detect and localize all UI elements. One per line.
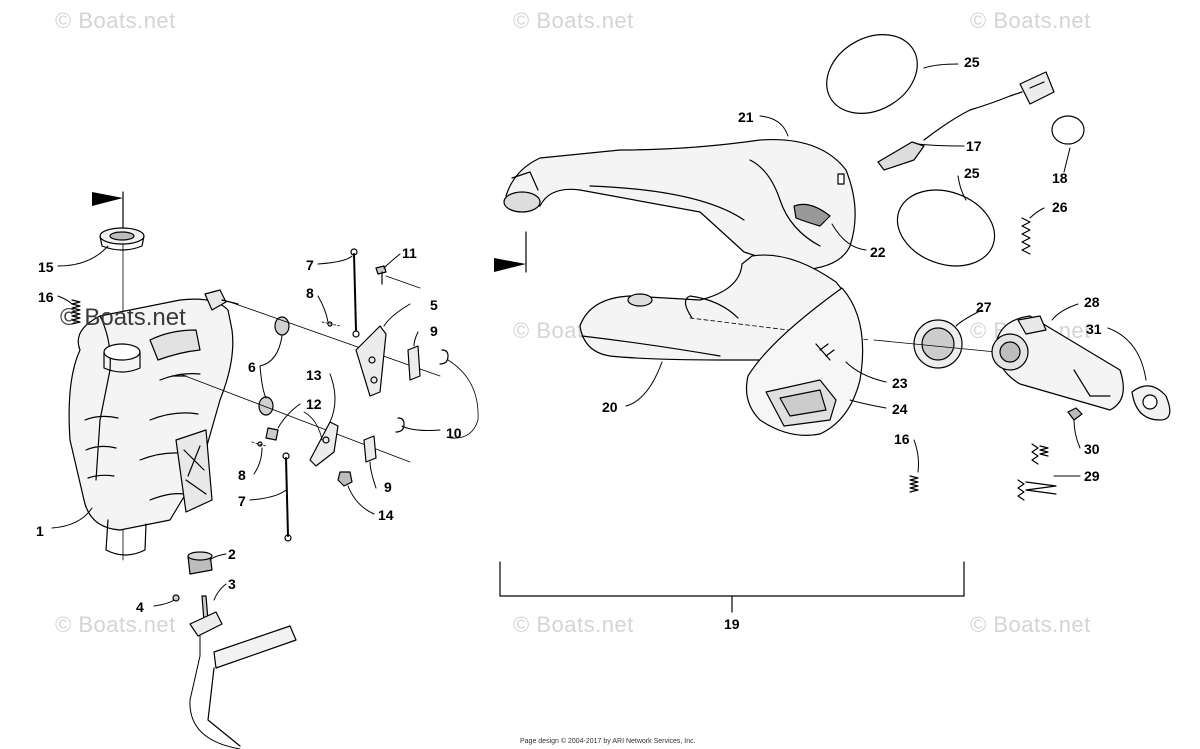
- callout-7-lower: 7: [238, 493, 246, 509]
- callout-24: 24: [892, 401, 908, 417]
- part-19-bracket: [499, 561, 965, 613]
- callout-10: 10: [446, 425, 462, 441]
- part-27-seal: [873, 319, 997, 369]
- callout-8-upper: 8: [306, 285, 314, 301]
- center-watermark: © Boats.net: [60, 304, 186, 331]
- callout-21: 21: [738, 109, 754, 125]
- parts-2-3-4-mount: [172, 551, 297, 749]
- callout-15: 15: [38, 259, 54, 275]
- callout-2: 2: [228, 546, 236, 562]
- callout-11: 11: [402, 245, 417, 261]
- part-18-ring: [1051, 115, 1085, 145]
- part-1-muffler: [68, 289, 239, 556]
- part-9-clips: [363, 345, 479, 463]
- callout-19: 19: [724, 616, 740, 632]
- part-24-heat-shield: [745, 287, 864, 436]
- watermark: © Boats.net: [55, 8, 176, 33]
- part-21-chamber: [503, 138, 856, 271]
- leader-lines: [51, 63, 1147, 607]
- watermark: © Boats.net: [513, 612, 634, 637]
- callout-3: 3: [228, 576, 236, 592]
- callout-13: 13: [306, 367, 322, 383]
- callout-20: 20: [602, 399, 618, 415]
- callout-17: 17: [966, 138, 982, 154]
- callout-28: 28: [1084, 294, 1100, 310]
- callout-16-left: 16: [38, 289, 54, 305]
- callout-26: 26: [1052, 199, 1068, 215]
- callout-30: 30: [1084, 441, 1100, 457]
- callout-1: 1: [36, 523, 44, 539]
- callout-5: 5: [430, 297, 438, 313]
- callout-25-upper: 25: [964, 54, 980, 70]
- hardware-upper: [321, 248, 421, 338]
- callout-9-upper: 9: [430, 323, 438, 339]
- part-17-sensor: [877, 71, 1055, 171]
- part-20-chamber: [579, 254, 871, 361]
- part-5-bracket: [355, 325, 387, 397]
- hardware-lower: [251, 411, 353, 542]
- callout-25-lower: 25: [964, 165, 980, 181]
- callout-23: 23: [892, 375, 908, 391]
- callout-14: 14: [378, 507, 394, 523]
- callout-29: 29: [1084, 468, 1100, 484]
- callout-6: 6: [248, 359, 256, 375]
- direction-arrow-right: [494, 231, 527, 273]
- callout-31: 31: [1086, 321, 1102, 337]
- part-16-spring-right: [909, 475, 919, 493]
- callout-18: 18: [1052, 170, 1068, 186]
- watermark: © Boats.net: [55, 612, 176, 637]
- callout-7-upper: 7: [306, 257, 314, 273]
- part-28-manifold: [991, 315, 1171, 421]
- watermark: © Boats.net: [970, 612, 1091, 637]
- part-6-mounts: [179, 301, 441, 463]
- watermark: © Boats.net: [970, 8, 1091, 33]
- part-26-spring: [1021, 217, 1031, 255]
- callout-22: 22: [870, 244, 886, 260]
- callout-16-right: 16: [894, 431, 910, 447]
- callout-12: 12: [306, 396, 322, 412]
- watermark: © Boats.net: [513, 8, 634, 33]
- callout-9-lower: 9: [384, 479, 392, 495]
- part-25-clamps: [826, 34, 996, 267]
- callout-27: 27: [976, 299, 992, 315]
- callout-4: 4: [136, 599, 144, 615]
- part-29-springs: [1017, 443, 1057, 501]
- footer-copyright: Page design © 2004-2017 by ARI Network S…: [520, 738, 696, 745]
- part-15-grommet: [99, 227, 145, 251]
- callout-8-lower: 8: [238, 467, 246, 483]
